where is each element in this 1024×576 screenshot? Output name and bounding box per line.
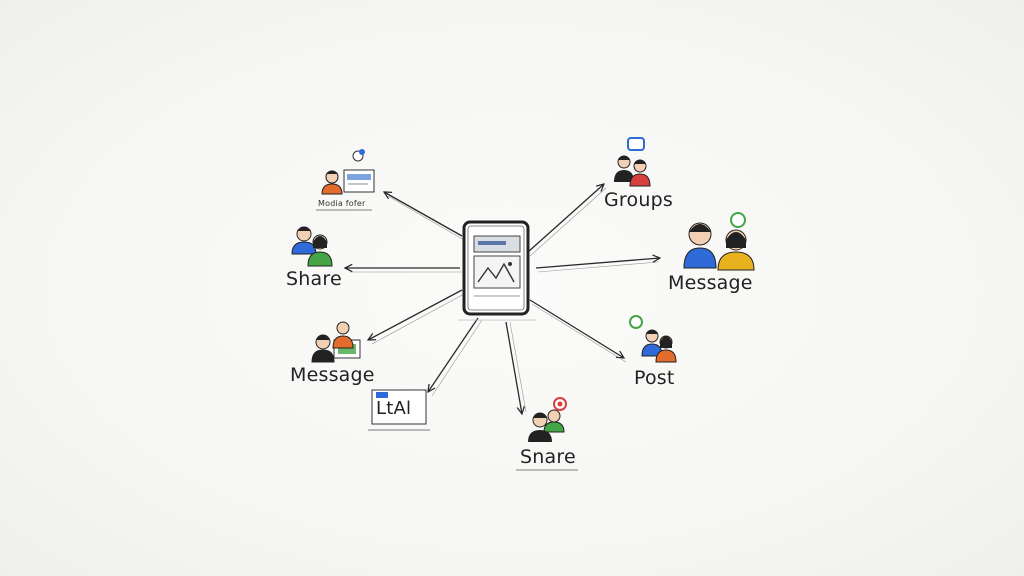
ltv-node-icon — [368, 389, 430, 431]
label-share-left: Share — [286, 268, 342, 290]
label-ltv: LtAl — [376, 398, 412, 419]
phone-icon — [458, 220, 536, 321]
arrow-message-right — [535, 258, 660, 269]
share-left-icon — [291, 226, 333, 267]
arrow-share-bottom — [505, 321, 522, 414]
message-right-icon — [683, 212, 755, 271]
arrow-post — [529, 299, 624, 358]
label-message-right: Message — [668, 272, 753, 294]
groups-icon — [614, 137, 651, 187]
arrow-ltv — [428, 317, 479, 392]
top-left-node-icon — [316, 149, 375, 211]
arrow-message-left — [368, 289, 463, 340]
arrow-top-left — [384, 192, 463, 237]
share-bottom-icon — [516, 397, 578, 471]
message-left-icon — [311, 321, 361, 363]
label-post: Post — [634, 367, 675, 389]
arrow-groups — [527, 184, 604, 253]
post-icon — [629, 315, 677, 363]
label-share-bottom: Snare — [520, 446, 576, 468]
label-message-left: Message — [290, 364, 375, 386]
arrows — [345, 184, 660, 414]
label-groups: Groups — [604, 189, 673, 211]
label-top-left: Modia fofer — [318, 199, 366, 208]
